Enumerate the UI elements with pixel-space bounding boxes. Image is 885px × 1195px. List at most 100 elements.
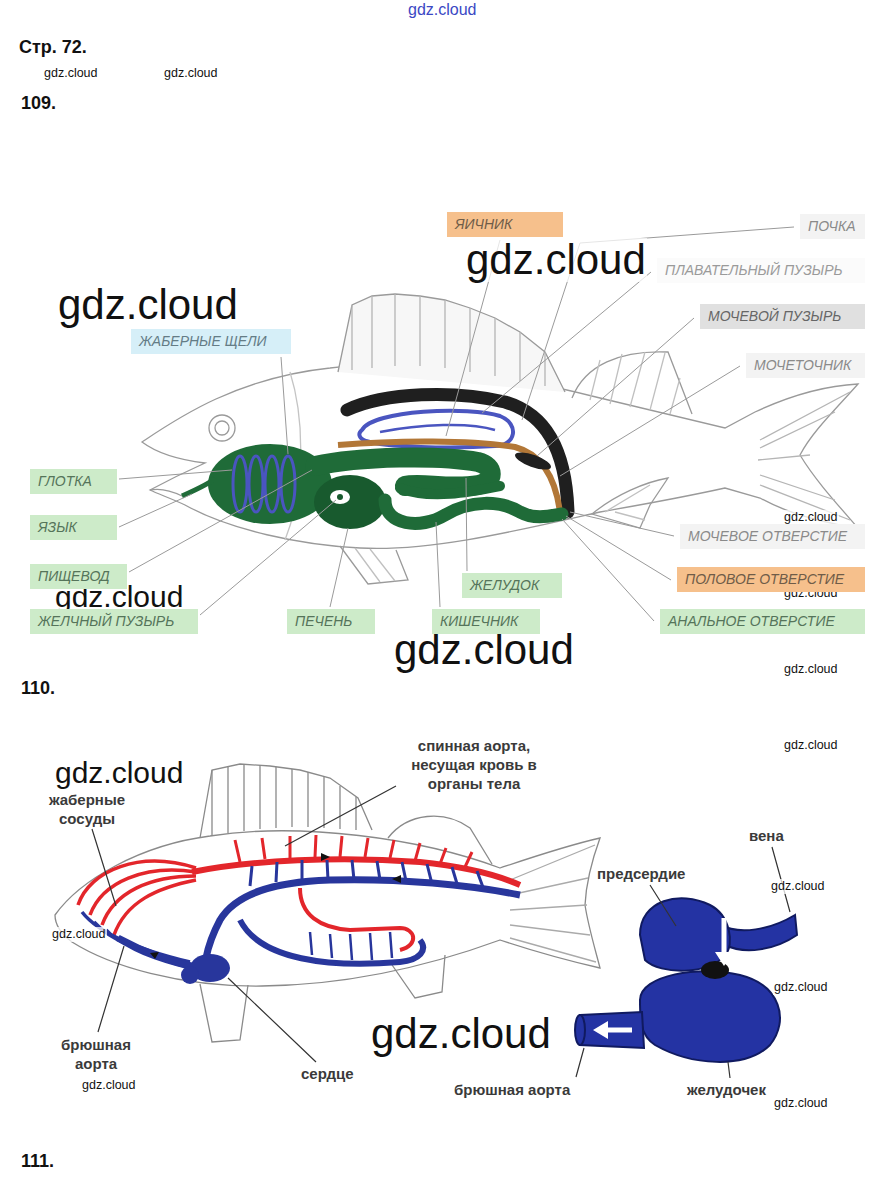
fin-rays (605, 485, 650, 520)
part-label: желудочек (686, 1080, 767, 1099)
watermark: gdz.cloud (163, 66, 219, 81)
fin-rays (590, 352, 680, 414)
part-label: сердце (300, 1064, 355, 1083)
ventricle (640, 971, 780, 1062)
organ-label-text: ЖЕЛЧНЫЙ ПУЗЫРЬ (38, 612, 190, 631)
organ-label: КИШЕЧНИК (432, 609, 540, 634)
fish-outline (55, 831, 600, 986)
cardinal-vein (206, 880, 520, 958)
flow-arrows (150, 853, 401, 959)
organ-label: МОЧЕВОЙ ПУЗЫРЬ (700, 304, 865, 329)
intestine (385, 500, 562, 523)
organ-label-text: ГЛОТКА (38, 472, 109, 491)
intestine (400, 486, 500, 494)
organ-label: МОЧЕТОЧНИК (746, 353, 865, 378)
organ-label: МОЧЕВОЕ ОТВЕРСТИЕ (680, 524, 865, 549)
organ-label-text: АНАЛЬНОЕ ОТВЕРСТИЕ (668, 612, 857, 631)
watermark: gdz.cloud (407, 1, 478, 19)
organ-label-text: ЯЗЫК (38, 518, 109, 537)
gill-arch (265, 456, 279, 512)
organ-label-text: МОЧЕТОЧНИК (754, 356, 857, 375)
organ-label-text: ЯИЧНИК (455, 215, 555, 234)
tail-rays (758, 392, 850, 520)
gall-bladder-dot (337, 494, 343, 500)
organ-label: ЖАБЕРНЫЕ ЩЕЛИ (131, 329, 291, 354)
ventral-aorta (118, 938, 200, 968)
fish-outline (142, 365, 858, 549)
vein-branches (250, 860, 484, 890)
part-label: вена (748, 826, 785, 845)
leader-lines (92, 786, 790, 1078)
tongue (182, 478, 215, 496)
organ-label: ПЕЧЕНЬ (287, 609, 375, 634)
urinary-bladder (513, 449, 553, 473)
organ-label: ЯИЧНИК (447, 212, 563, 237)
watermark: gdz.cloud (370, 1012, 552, 1056)
heart (181, 966, 199, 984)
organ-label-text: ПЕЧЕНЬ (295, 612, 367, 631)
organ-label-text: ПОЛОВОЕ ОТВЕРСТИЕ (685, 570, 857, 589)
atrium (640, 898, 730, 970)
organ-label: ПЛАВАТЕЛЬНЫЙ ПУЗЫРЬ (657, 258, 865, 283)
pelvic-fin (200, 984, 248, 1042)
pharynx (208, 444, 332, 524)
gut-vein (240, 920, 423, 964)
anal-fin (592, 478, 668, 528)
watermark: gdz.cloud (783, 510, 839, 525)
aorta-end (575, 1015, 585, 1045)
organ-label: ПОЧКА (800, 214, 865, 239)
watermark: gdz.cloud (43, 66, 99, 81)
pelvic-fin (340, 546, 408, 584)
part-label: брюшная аорта (45, 1035, 147, 1073)
dorsal-fin (200, 764, 372, 838)
liver (314, 475, 386, 529)
fin-rays (212, 764, 356, 836)
organ-label-text: ЖЕЛУДОК (470, 576, 554, 595)
watermark: gdz.cloud (51, 927, 107, 942)
eye-pupil (215, 421, 229, 435)
watermark: gdz.cloud (773, 1096, 829, 1111)
part-label: спинная аорта, несущая кровь в органы те… (398, 736, 550, 793)
watermark: gdz.cloud (770, 879, 826, 894)
organ-label: ЯЗЫК (30, 515, 117, 540)
watermark: gdz.cloud (81, 1078, 137, 1093)
organ-label-text: МОЧЕВОЕ ОТВЕРСТИЕ (688, 527, 857, 546)
eye (209, 415, 235, 441)
organ-label: ПИЩЕВОД (30, 564, 127, 589)
gill-arch (281, 456, 295, 512)
gut-artery (300, 888, 413, 950)
exercise-number: 110. (20, 677, 56, 699)
part-label: брюшная аорта (453, 1080, 571, 1099)
capillaries (310, 932, 392, 960)
organ-label-text: ПИЩЕВОД (38, 567, 119, 586)
organ-label: ЖЕЛЧНЫЙ ПУЗЫРЬ (30, 609, 198, 634)
second-dorsal-fin (388, 816, 492, 864)
organ-label: АНАЛЬНОЕ ОТВЕРСТИЕ (660, 609, 865, 634)
flow-arrow-head (593, 952, 733, 1039)
organ-label-text: ЖАБЕРНЫЕ ЩЕЛИ (139, 332, 283, 351)
watermark: gdz.cloud (783, 738, 839, 753)
part-label: предсердие (596, 864, 686, 883)
organ-label: ЖЕЛУДОК (462, 573, 562, 598)
page-number: Стр. 72. (18, 36, 88, 58)
organ-label: ПОЛОВОЕ ОТВЕРСТИЕ (677, 567, 865, 592)
organ-label: ГЛОТКА (30, 469, 117, 494)
part-label: жаберные сосуды (40, 790, 134, 828)
organ-label-text: ПЛАВАТЕЛЬНЫЙ ПУЗЫРЬ (665, 261, 857, 280)
organ-label-text: КИШЕЧНИК (440, 612, 532, 631)
second-dorsal-fin (572, 352, 692, 414)
vein-tube (720, 915, 797, 950)
dorsal-fin (338, 294, 565, 392)
watermark: gdz.cloud (465, 238, 647, 282)
tail-rays (510, 845, 596, 962)
organ-label-text: ПОЧКА (808, 217, 857, 236)
watermark: gdz.cloud (54, 757, 184, 789)
exercise-number: 109. (20, 92, 57, 114)
fin-rays (355, 548, 395, 582)
organ-label-text: МОЧЕВОЙ ПУЗЫРЬ (708, 307, 857, 326)
watermark: gdz.cloud (783, 662, 839, 677)
swim-bladder-inner (380, 425, 495, 432)
mouth-line (150, 489, 182, 496)
fin-rays (352, 294, 545, 386)
